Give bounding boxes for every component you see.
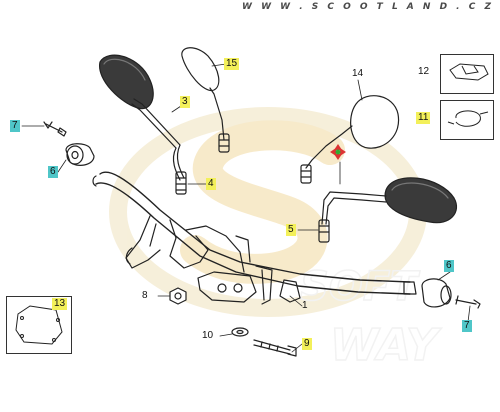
callout-4: 4 — [206, 178, 216, 190]
svg-text:WAY: WAY — [330, 320, 442, 371]
svg-text:SOFT: SOFT — [300, 264, 420, 310]
arrow-marker — [330, 144, 346, 160]
left-mirror — [99, 54, 187, 195]
callout-6-left: 6 — [48, 166, 58, 178]
nut-8 — [169, 287, 187, 305]
callout-12: 12 — [418, 66, 430, 77]
callout-5: 5 — [286, 224, 296, 236]
mirror-15 — [181, 47, 230, 153]
inset-box-12 — [440, 54, 494, 94]
callout-11: 11 — [416, 112, 431, 124]
site-header: W W W . S C O O T L A N D . C Z — [242, 2, 494, 12]
callout-8: 8 — [142, 290, 148, 301]
clip-12-drawing — [449, 63, 489, 81]
bolt-left — [43, 121, 67, 137]
inset-box-13 — [6, 296, 72, 354]
handlebar — [92, 171, 417, 305]
callout-3: 3 — [180, 96, 190, 108]
callout-13: 13 — [52, 298, 68, 310]
callout-7-right: 7 — [462, 320, 472, 332]
clamp-11-drawing — [447, 110, 489, 127]
callout-10: 10 — [202, 330, 214, 341]
bolt-right — [455, 295, 481, 309]
callout-15: 15 — [224, 58, 240, 70]
washer-10 — [231, 327, 249, 337]
callout-9: 9 — [302, 338, 312, 350]
inset-box-11 — [440, 100, 494, 140]
watermark-logo: SOFT WAY — [109, 107, 443, 372]
bush-left — [65, 143, 95, 166]
callout-7-left: 7 — [10, 120, 20, 132]
callout-1: 1 — [302, 300, 308, 311]
bolt-9 — [253, 339, 297, 357]
bush-right — [421, 278, 452, 308]
mirror-14 — [300, 95, 400, 184]
callout-6-right: 6 — [444, 260, 454, 272]
callout-14: 14 — [352, 68, 364, 79]
leader-lines — [21, 63, 471, 353]
right-mirror — [318, 177, 458, 243]
gasket-13-drawing — [15, 305, 63, 345]
